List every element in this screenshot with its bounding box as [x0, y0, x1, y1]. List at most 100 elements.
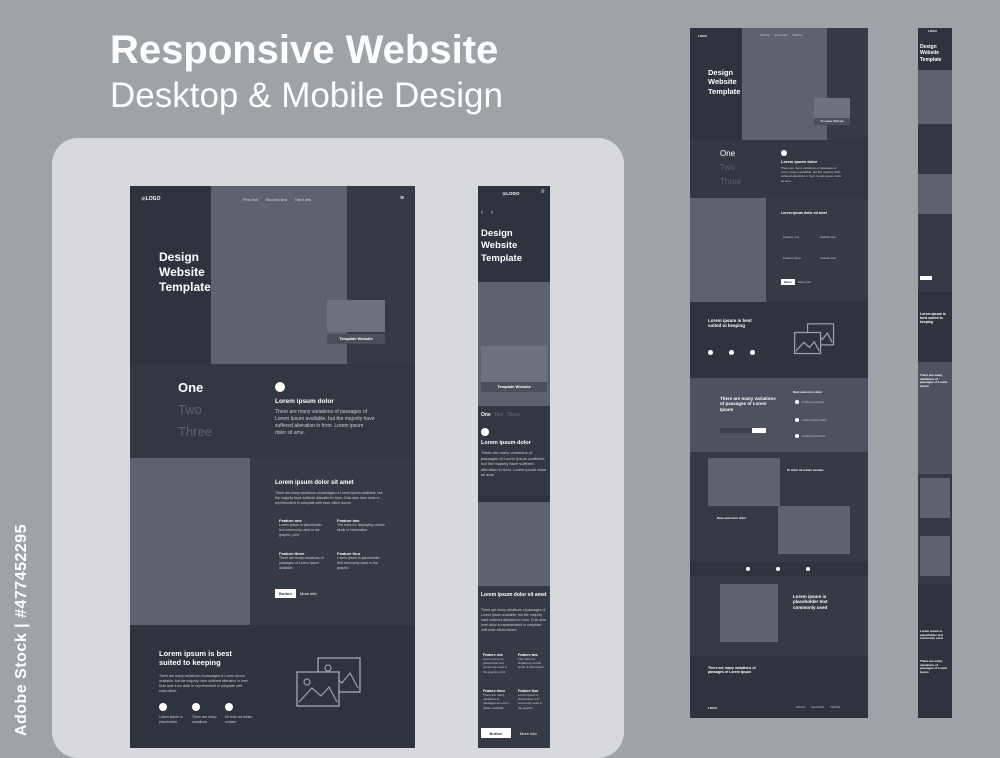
item-bullet-1 [159, 703, 167, 711]
page-title: Responsive Website [110, 28, 499, 72]
fd-footer-link-2[interactable]: Second link [811, 706, 825, 709]
fd-more-info[interactable]: More info [798, 280, 811, 284]
section2-body: There are many variations of passages of… [275, 491, 383, 505]
fd-footer-logo[interactable]: LOGO [708, 706, 717, 710]
full-desktop-page: LOGO First link Second link Third link D… [690, 28, 868, 718]
fd-s1-heading: Lorem ipsum dolor [781, 159, 818, 164]
mobile-menu-icon[interactable]: ≡ [541, 189, 545, 195]
fm-image-e [920, 478, 950, 518]
desktop-nav: First link Second link Third link [243, 197, 311, 202]
mobile-feature-one: Feature one Lorem ipsum is placeholder t… [483, 653, 508, 674]
fd-point-2: Lorem ipsum dolor [802, 418, 827, 422]
fm-image-a [918, 174, 952, 214]
nav-first-link[interactable]: First link [243, 197, 258, 202]
fd-footer-links: First link Second link Third link [796, 706, 840, 709]
fd-input[interactable] [720, 428, 766, 433]
hero-caption: Template Website [327, 334, 385, 344]
mobile-feature-image [478, 502, 550, 586]
mobile-feature-section: Lorem ipsum dolor sit amet There are man… [478, 586, 550, 748]
image-placeholder-icon [296, 657, 361, 707]
mobile-logo[interactable]: ▣LOGO [502, 191, 520, 196]
tab-two[interactable]: Two [178, 402, 202, 417]
fd-nav: First link Second link Third link [760, 34, 802, 37]
fd-point-dot-2 [795, 418, 799, 422]
mobile-hero-title: Design Website Template [481, 228, 523, 264]
mobile-section2-body: There are many variations of passages of… [481, 608, 546, 632]
fm-section-b [918, 214, 952, 292]
fm-hero: LOGO Design Website Template [918, 28, 952, 124]
item-1: Lorem ipsum is placeholder [159, 715, 183, 724]
fd-variations-section: There are many variations of passages of… [690, 378, 868, 452]
fd-footer-link-3[interactable]: Third link [830, 706, 841, 709]
fd-tab-three[interactable]: Three [720, 177, 741, 186]
mobile-tab-one[interactable]: One [481, 412, 491, 418]
fd-carousel-dot-1[interactable] [746, 567, 750, 571]
fd-subscribe-button[interactable] [752, 428, 766, 433]
desktop-logo[interactable]: ▣LOGO [141, 196, 161, 202]
fm-s-heading3: Lorem ipsum is placeholder text commonly… [920, 629, 944, 641]
fd-placeholder-image [720, 584, 778, 642]
fd-button[interactable]: Button [781, 279, 795, 285]
fd-hero-title: Design Website Template [708, 68, 741, 96]
fd-tab-two[interactable]: Two [720, 163, 735, 172]
section-bullet [275, 382, 285, 392]
fd-s5-sub: Duis aute irure dolor [717, 516, 747, 520]
fm-hero-image [918, 70, 952, 124]
feature-four: Feature four Lorem ipsum is placeholder … [337, 551, 380, 570]
fd-carousel-dot-2[interactable] [776, 567, 780, 571]
fd-footer-heading: There are many variations of passages of… [708, 666, 756, 674]
fd-point-1: Front-to-end text [802, 400, 825, 404]
fm-section-f: Lorem ipsum is placeholder text commonly… [918, 584, 952, 718]
fd-item-dot-1 [708, 350, 713, 355]
fd-s4-side: Duis aute irure dolor [793, 390, 823, 394]
nav-second-link[interactable]: Second link [265, 197, 287, 202]
fd-hero-caption: Template Website [814, 118, 850, 125]
section1-heading: Lorem ipsum dolor [275, 398, 334, 405]
mobile-more-info-link[interactable]: More info [520, 731, 537, 736]
desktop-feature-section: Lorem ipsum dolor sit amet There are man… [130, 458, 415, 625]
tab-one[interactable]: One [178, 380, 204, 395]
fd-nav-third[interactable]: Third link [792, 34, 803, 37]
item-2: There are many variations [192, 715, 217, 724]
fm-image-f [920, 536, 950, 576]
fm-button[interactable] [920, 276, 932, 280]
tab-three[interactable]: Three [178, 424, 212, 439]
fd-tab-one[interactable]: One [720, 149, 736, 158]
fd-tabs-section: One Two Three Lorem ipsum dolor There ar… [690, 140, 868, 198]
mobile-tab-three[interactable]: Three [506, 412, 520, 418]
feature-one: Feature one Lorem ipsum is placeholder t… [279, 518, 322, 537]
carousel-prev-icon[interactable]: ‹ [481, 210, 483, 216]
stock-id-label: Adobe Stock | #477452295 [13, 523, 30, 737]
fd-carousel-dots [690, 562, 868, 576]
fm-logo[interactable]: LOGO [928, 29, 937, 33]
fd-feature-2: Feature two [820, 235, 836, 239]
mobile-tab-two[interactable]: Two [493, 412, 504, 418]
fd-carousel-dot-3[interactable] [806, 567, 810, 571]
fd-feature-image [690, 198, 766, 302]
mobile-mockup: ▣LOGO ≡ ‹ › Design Website Template Temp… [478, 186, 550, 748]
mobile-feature-two: Feature two The rules for displaying cer… [518, 653, 545, 670]
fd-item-dot-3 [750, 350, 755, 355]
fd-footer-link-1[interactable]: First link [796, 706, 806, 709]
fd-image-placeholder-icon [793, 323, 835, 355]
fd-s1-body: There are many variations of passages of… [781, 166, 842, 183]
fm-section-d: There are many variations of passages of… [918, 362, 952, 474]
fd-nav-first[interactable]: First link [760, 34, 770, 37]
fd-feature-section: Lorem ipsum dolor sit amet Feature one F… [690, 198, 868, 302]
fd-hero-image [742, 28, 827, 140]
nav-third-link[interactable]: Third link [294, 197, 311, 202]
fd-point-dot-3 [795, 434, 799, 438]
mobile-section2-heading: Lorem ipsum dolor sit amet [481, 592, 547, 598]
mobile-hero-caption: Template Website [481, 382, 547, 392]
mobile-primary-button[interactable]: Button [481, 728, 511, 738]
desktop-mockup: ▣LOGO First link Second link Third link … [130, 186, 415, 748]
feature-three: Feature three There are many variations … [279, 551, 324, 570]
primary-button[interactable]: Button [275, 589, 296, 598]
fd-logo[interactable]: LOGO [698, 34, 707, 38]
menu-icon[interactable]: ≡ [400, 195, 405, 202]
more-info-link[interactable]: More info [300, 591, 317, 596]
mobile-section-bullet [481, 428, 489, 436]
feature-image-block [130, 458, 250, 625]
carousel-next-icon[interactable]: › [491, 210, 493, 216]
fd-nav-second[interactable]: Second link [774, 34, 788, 37]
